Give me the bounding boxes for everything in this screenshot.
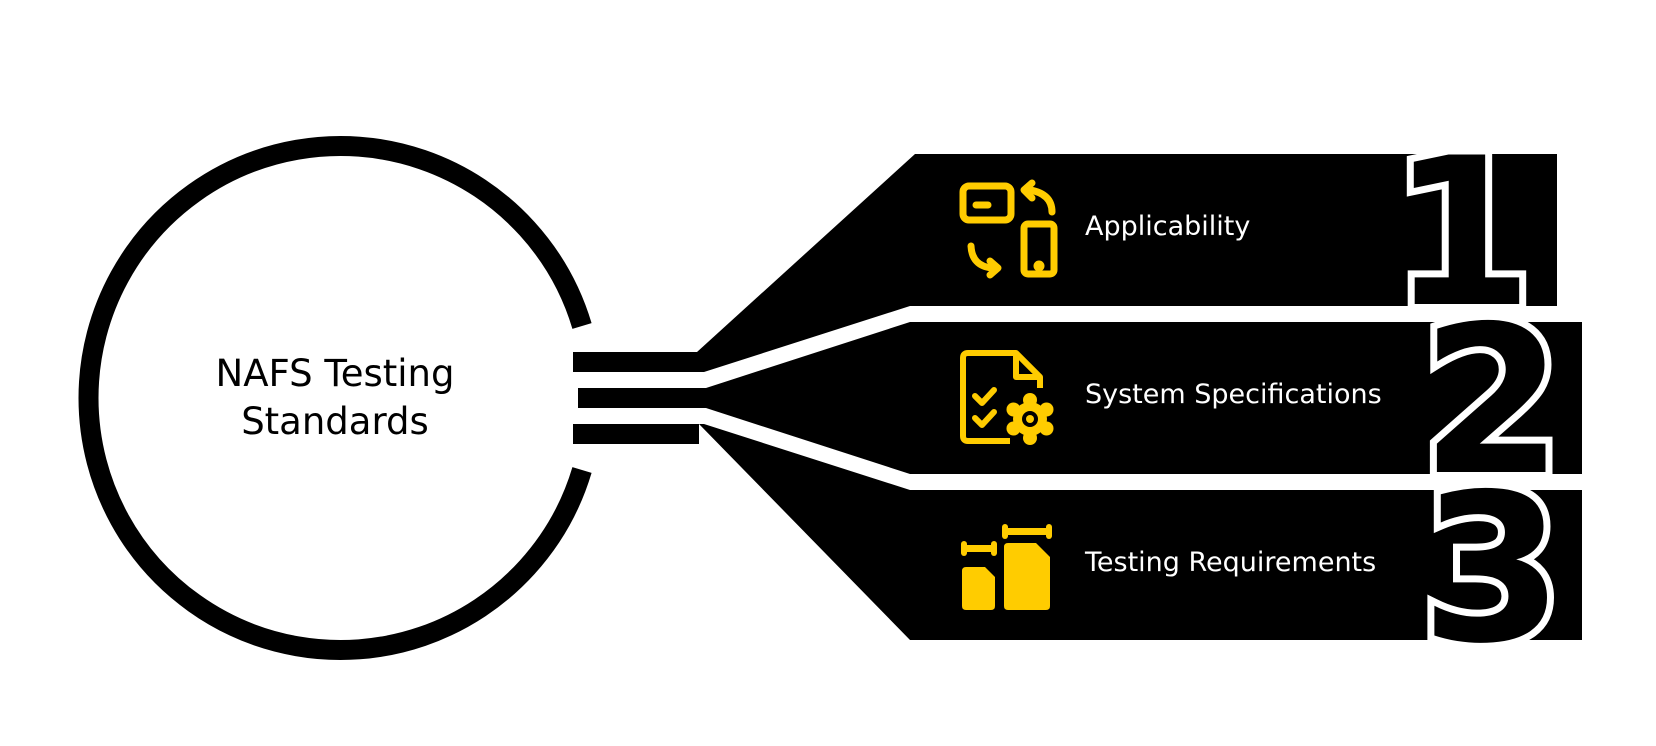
connector-bar-1 — [573, 352, 699, 372]
item-number-3: 3 — [1421, 451, 1564, 689]
item-label-3: Testing Requirements — [1085, 547, 1377, 578]
item-number-1: 1 — [1391, 115, 1534, 353]
item-label-1: Applicability — [1085, 211, 1251, 242]
item-label-2: System Specifications — [1085, 379, 1382, 410]
hub-title: NAFS Testing Standards — [135, 350, 535, 446]
size-comparison-documents-icon — [961, 524, 1052, 610]
band-3 — [699, 424, 1582, 640]
item-number-2: 2 — [1421, 283, 1564, 521]
card-phone-exchange-icon — [959, 179, 1058, 279]
hub-title-line-2: Standards — [241, 400, 429, 443]
band-1 — [697, 154, 1557, 372]
connector-bar-2 — [578, 388, 706, 408]
document-checklist-gear-icon — [960, 350, 1054, 445]
hub-ring — [78, 136, 592, 660]
connector-bar-3 — [573, 424, 699, 444]
band-2 — [706, 322, 1582, 474]
hub-title-line-1: NAFS Testing — [215, 352, 455, 395]
